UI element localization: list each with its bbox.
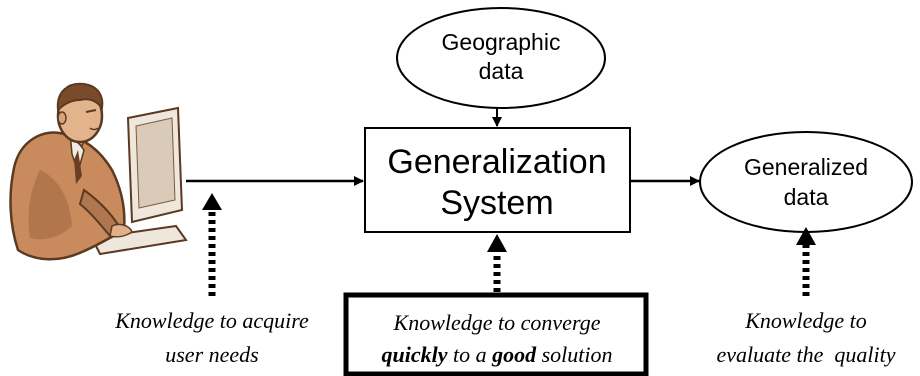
converge-knowledge-arrow bbox=[487, 234, 507, 292]
geographic-data-line2: data bbox=[479, 58, 524, 84]
user-at-computer-icon bbox=[9, 82, 188, 261]
generalization-system-box bbox=[364, 127, 631, 233]
acquire-knowledge-line2: user needs bbox=[165, 342, 258, 367]
geographic-data-line1: Geographic bbox=[442, 29, 561, 55]
generalized-data-node bbox=[699, 131, 913, 233]
acquire-knowledge-line1: Knowledge to acquire bbox=[114, 308, 309, 333]
evaluate-knowledge-arrow bbox=[796, 227, 816, 296]
generalization-system-line2: System bbox=[440, 184, 553, 222]
generalized-data-line1: Generalized bbox=[744, 154, 868, 180]
converge-knowledge-line2: quickly to a good solution bbox=[381, 342, 612, 367]
converge-knowledge-box bbox=[343, 292, 649, 376]
geographic-data-node bbox=[396, 7, 606, 109]
acquire-knowledge-arrow bbox=[202, 193, 222, 296]
converge-knowledge-line1: Knowledge to converge bbox=[393, 310, 601, 335]
generalization-system-line1: Generalization bbox=[387, 143, 606, 181]
evaluate-knowledge-line2: evaluate the quality bbox=[717, 342, 896, 367]
evaluate-knowledge-line1: Knowledge to bbox=[744, 308, 867, 333]
generalized-data-line2: data bbox=[784, 184, 829, 210]
